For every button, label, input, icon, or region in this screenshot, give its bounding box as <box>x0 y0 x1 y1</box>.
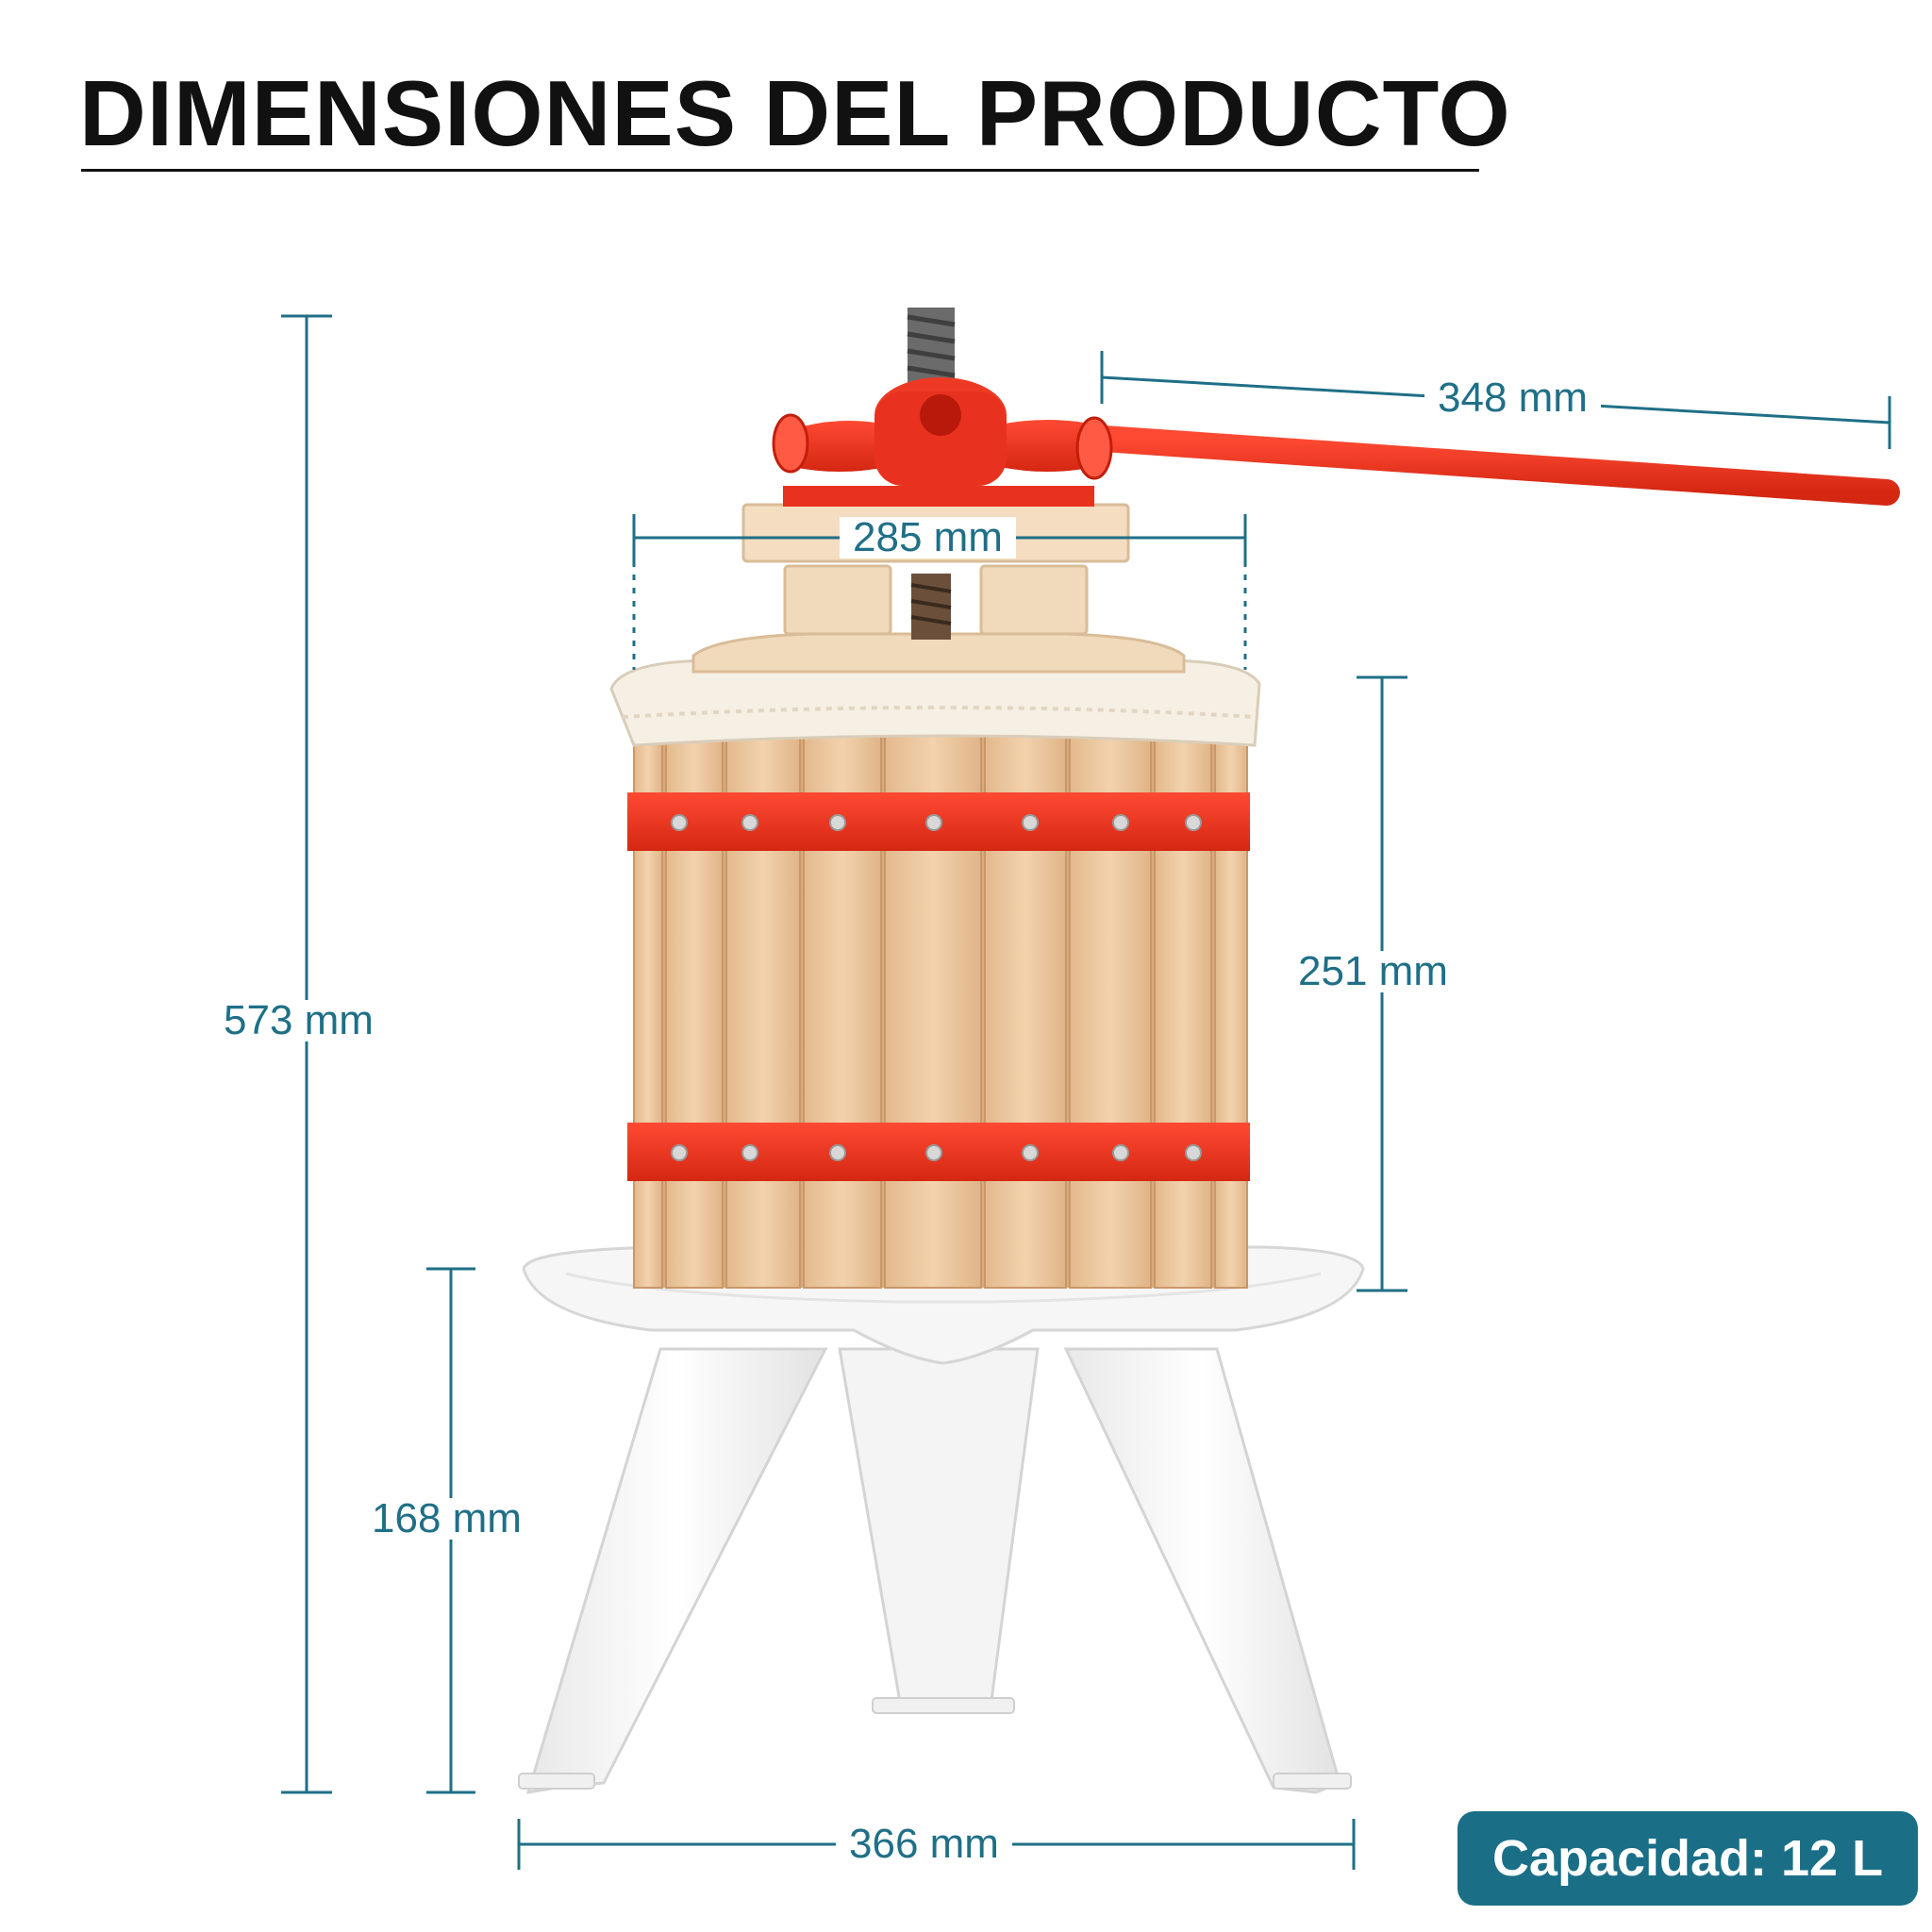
press-handle-assembly <box>772 377 1900 507</box>
title-underline <box>81 169 1479 172</box>
total-height-label: 573 mm <box>210 1000 387 1041</box>
leg-height-label: 168 mm <box>358 1498 535 1540</box>
page-title: DIMENSIONES DEL PRODUCTO <box>79 61 1511 165</box>
top-width-label: 285 mm <box>840 517 1016 558</box>
barrel-height-label: 251 mm <box>1285 951 1461 992</box>
press-legs <box>518 1347 1352 1794</box>
handle-length-label: 348 mm <box>1424 377 1601 419</box>
wooden-barrel <box>609 658 1261 1289</box>
capacity-badge: Capacidad: 12 L <box>1457 1811 1918 1906</box>
base-width-label: 366 mm <box>836 1824 1012 1865</box>
